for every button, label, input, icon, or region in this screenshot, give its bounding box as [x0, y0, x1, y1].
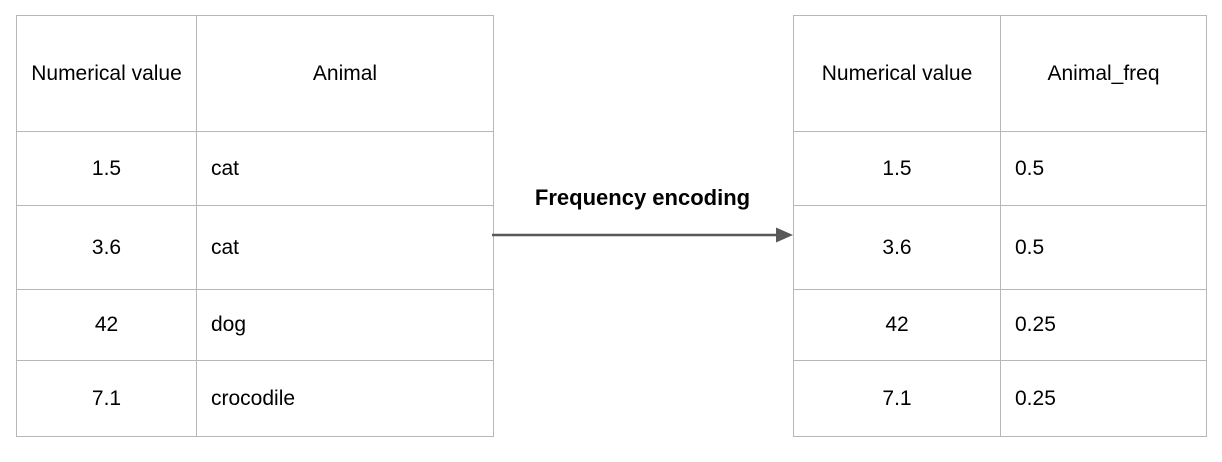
input-table: Numerical value Animal 1.5 cat 3.6 cat 4… [16, 15, 494, 437]
cell-animal-freq: 0.5 [1000, 205, 1207, 290]
cell-numerical-value: 42 [16, 289, 197, 361]
cell-animal-freq: 0.25 [1000, 289, 1207, 361]
cell-animal: cat [196, 131, 494, 206]
transformation-arrow-group: Frequency encoding [490, 185, 800, 265]
cell-animal: cat [196, 205, 494, 290]
table-row: 3.6 0.5 [793, 205, 1207, 290]
table-row: 42 0.25 [793, 289, 1207, 361]
table-row: 42 dog [16, 289, 494, 361]
output-table: Numerical value Animal_freq 1.5 0.5 3.6 … [793, 15, 1207, 437]
table-row: 7.1 crocodile [16, 360, 494, 437]
cell-numerical-value: 3.6 [16, 205, 197, 290]
cell-animal: crocodile [196, 360, 494, 437]
column-header-animal-freq: Animal_freq [1000, 15, 1207, 132]
column-header-numerical-value: Numerical value [16, 15, 197, 132]
cell-animal-freq: 0.5 [1000, 131, 1207, 206]
cell-numerical-value: 3.6 [793, 205, 1001, 290]
cell-animal-freq: 0.25 [1000, 360, 1207, 437]
cell-numerical-value: 1.5 [793, 131, 1001, 206]
table-row: 7.1 0.25 [793, 360, 1207, 437]
table-header-row: Numerical value Animal_freq [793, 15, 1207, 132]
table-row: 3.6 cat [16, 205, 494, 290]
cell-animal: dog [196, 289, 494, 361]
table-row: 1.5 0.5 [793, 131, 1207, 206]
cell-numerical-value: 7.1 [793, 360, 1001, 437]
transformation-label: Frequency encoding [534, 185, 751, 210]
column-header-numerical-value: Numerical value [793, 15, 1001, 132]
cell-numerical-value: 7.1 [16, 360, 197, 437]
cell-numerical-value: 1.5 [16, 131, 197, 206]
right-arrow-icon [492, 227, 793, 243]
table-row: 1.5 cat [16, 131, 494, 206]
column-header-animal: Animal [196, 15, 494, 132]
cell-numerical-value: 42 [793, 289, 1001, 361]
table-header-row: Numerical value Animal [16, 15, 494, 132]
